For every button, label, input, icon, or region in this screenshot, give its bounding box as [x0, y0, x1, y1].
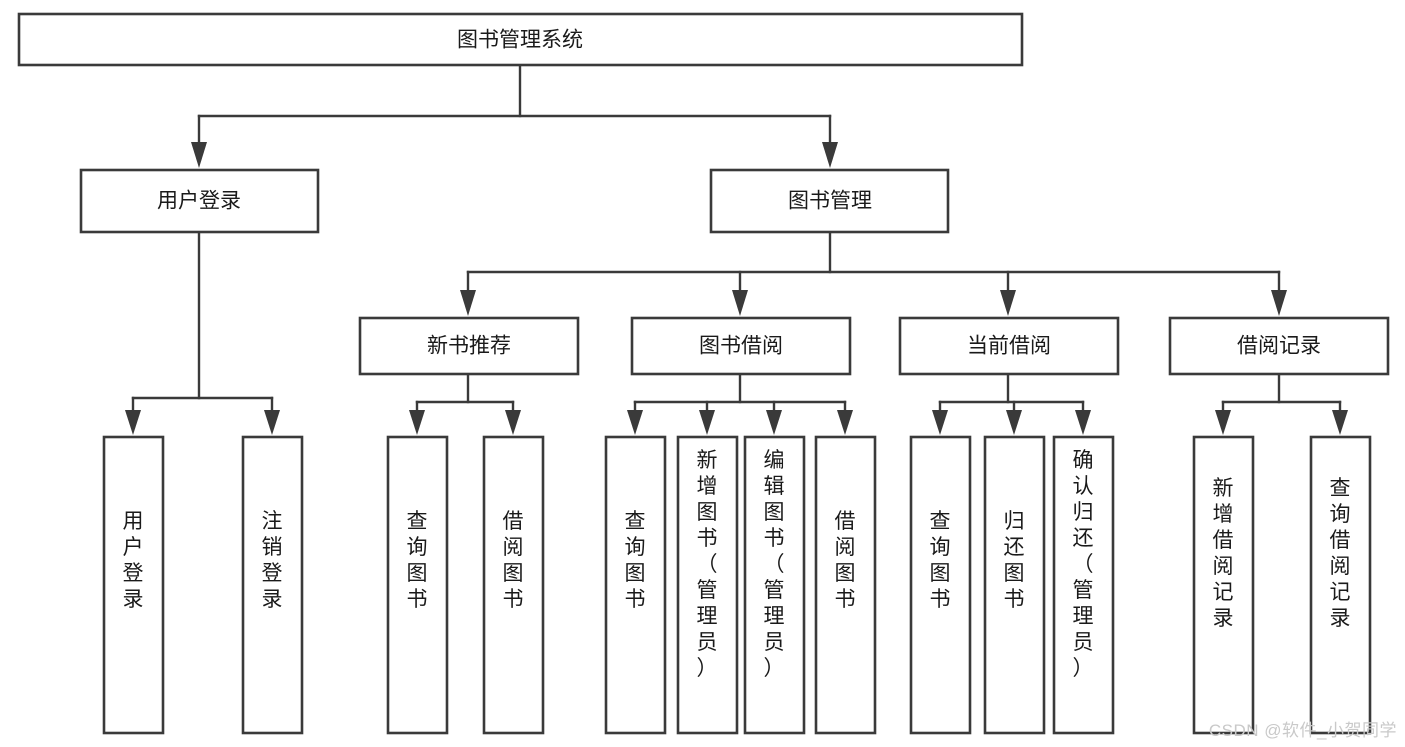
node-leaf-add-book[interactable]: 新增图书（管理员） [676, 435, 739, 735]
node-leaf-borrow-book-2-box[interactable] [814, 435, 877, 735]
node-leaf-add-record[interactable]: 新增借阅记录 [1192, 435, 1255, 735]
arrowhead-leaf-borrow-book-1 [505, 410, 521, 435]
node-leaf-edit-book-box[interactable] [743, 435, 806, 735]
arrowhead-leaf-logout [264, 410, 280, 435]
node-root-label: 图书管理系统 [457, 29, 583, 52]
node-user-login-box[interactable] [79, 168, 320, 234]
node-borrow-record-box[interactable] [1168, 316, 1390, 376]
node-leaf-query-record-box[interactable] [1309, 435, 1372, 735]
arrowhead-user-login [191, 142, 207, 168]
node-leaf-borrow-book-1[interactable]: 借阅图书 [482, 435, 545, 735]
node-leaf-query-book-1-box[interactable] [386, 435, 449, 735]
node-book-borrow-box[interactable] [630, 316, 852, 376]
node-leaf-borrow-book-2[interactable]: 借阅图书 [814, 435, 877, 735]
node-leaf-edit-book[interactable]: 编辑图书（管理员） [743, 435, 806, 735]
node-book-manage-box[interactable] [709, 168, 950, 234]
node-leaf-query-book-2-label: 查询图书 [625, 510, 646, 611]
node-leaf-add-book-label: 新增图书（管理员） [697, 449, 718, 680]
node-leaf-add-record-label: 新增借阅记录 [1213, 477, 1234, 630]
arrowhead-new-book-rec [460, 290, 476, 316]
arrowhead-leaf-query-book-2 [627, 410, 643, 435]
node-leaf-query-book-1-label: 查询图书 [407, 510, 428, 611]
node-leaf-query-book-1[interactable]: 查询图书 [386, 435, 449, 735]
node-book-borrow-label: 图书借阅 [699, 335, 783, 358]
node-leaf-return-book-box[interactable] [983, 435, 1046, 735]
node-leaf-query-record-label: 查询借阅记录 [1330, 477, 1351, 630]
arrowhead-leaf-confirm-return [1075, 410, 1091, 435]
node-book-borrow[interactable]: 图书借阅 [630, 316, 852, 376]
node-leaf-query-book-3[interactable]: 查询图书 [909, 435, 972, 735]
node-leaf-user-login-label: 用户登录 [123, 510, 144, 611]
node-leaf-edit-book-label: 编辑图书（管理员） [764, 449, 785, 680]
node-leaf-query-book-3-label: 查询图书 [930, 510, 951, 611]
node-leaf-user-login-box[interactable] [102, 435, 165, 735]
node-leaf-logout[interactable]: 注销登录 [241, 435, 304, 735]
node-leaf-confirm-return-label: 确认归还（管理员） [1073, 449, 1094, 680]
arrowhead-borrow-record [1271, 290, 1287, 316]
node-leaf-query-book-2-box[interactable] [604, 435, 667, 735]
node-leaf-confirm-return[interactable]: 确认归还（管理员） [1052, 435, 1115, 735]
arrowhead-leaf-query-book-3 [932, 410, 948, 435]
arrowhead-leaf-add-record [1215, 410, 1231, 435]
arrowhead-leaf-borrow-book-2 [837, 410, 853, 435]
node-book-manage-label: 图书管理 [788, 190, 872, 213]
arrowhead-leaf-edit-book [766, 410, 782, 435]
node-user-login[interactable]: 用户登录 [79, 168, 320, 234]
arrowhead-book-manage [822, 142, 838, 168]
node-leaf-query-book-2[interactable]: 查询图书 [604, 435, 667, 735]
arrowhead-leaf-user-login [125, 410, 141, 435]
node-leaf-borrow-book-1-box[interactable] [482, 435, 545, 735]
node-user-login-label: 用户登录 [157, 190, 241, 213]
node-current-borrow[interactable]: 当前借阅 [898, 316, 1120, 376]
arrowhead-leaf-query-book-1 [409, 410, 425, 435]
node-leaf-logout-box[interactable] [241, 435, 304, 735]
arrowhead-leaf-add-book [699, 410, 715, 435]
connector-layer [125, 63, 1348, 435]
node-root-box[interactable] [17, 12, 1024, 67]
node-leaf-return-book[interactable]: 归还图书 [983, 435, 1046, 735]
node-root[interactable]: 图书管理系统 [17, 12, 1024, 67]
node-borrow-record[interactable]: 借阅记录 [1168, 316, 1390, 376]
node-leaf-logout-label: 注销登录 [262, 510, 283, 611]
arrowhead-leaf-query-record [1332, 410, 1348, 435]
node-current-borrow-box[interactable] [898, 316, 1120, 376]
arrowhead-leaf-return-book [1006, 410, 1022, 435]
node-book-manage[interactable]: 图书管理 [709, 168, 950, 234]
node-leaf-user-login[interactable]: 用户登录 [102, 435, 165, 735]
arrowhead-current-borrow [1000, 290, 1016, 316]
node-new-book-rec-label: 新书推荐 [427, 335, 511, 358]
node-leaf-query-record[interactable]: 查询借阅记录 [1309, 435, 1372, 735]
node-leaf-return-book-label: 归还图书 [1004, 510, 1025, 611]
node-leaf-add-book-box[interactable] [676, 435, 739, 735]
arrowhead-book-borrow [732, 290, 748, 316]
node-new-book-rec[interactable]: 新书推荐 [358, 316, 580, 376]
node-leaf-borrow-book-2-label: 借阅图书 [835, 510, 856, 611]
node-new-book-rec-box[interactable] [358, 316, 580, 376]
node-leaf-add-record-box[interactable] [1192, 435, 1255, 735]
node-borrow-record-label: 借阅记录 [1237, 335, 1321, 358]
node-leaf-confirm-return-box[interactable] [1052, 435, 1115, 735]
node-leaf-query-book-3-box[interactable] [909, 435, 972, 735]
node-leaf-borrow-book-1-label: 借阅图书 [503, 510, 524, 611]
node-current-borrow-label: 当前借阅 [967, 335, 1051, 358]
